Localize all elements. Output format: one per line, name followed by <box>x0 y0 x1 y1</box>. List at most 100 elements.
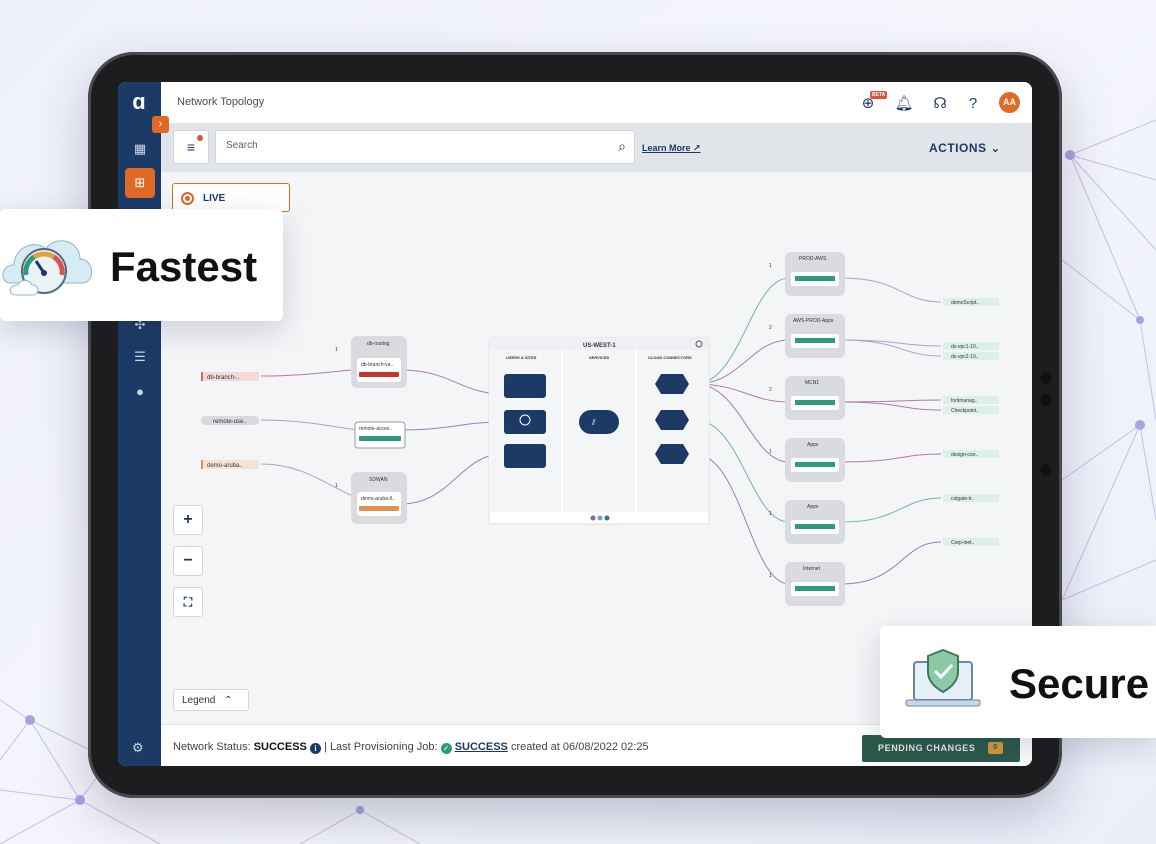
support-headset-icon[interactable]: ☊ <box>933 95 947 112</box>
region-settings-icon[interactable] <box>695 340 703 348</box>
cloud-group-badge: 1 <box>769 511 772 517</box>
status-bar-red <box>359 372 399 377</box>
destination-node[interactable] <box>943 342 999 350</box>
last-job-link[interactable]: SUCCESS <box>454 741 508 753</box>
destination-node[interactable] <box>943 538 999 546</box>
settings-gear-icon[interactable]: ⚙ <box>132 740 144 755</box>
pending-changes-label: PENDING CHANGES <box>878 743 976 753</box>
network-status-value: SUCCESS <box>253 741 307 753</box>
fit-to-screen-button[interactable]: ⛶ <box>173 587 203 617</box>
link-line <box>694 453 790 585</box>
actions-menu[interactable]: ACTIONS ⌄ <box>929 141 1001 155</box>
link-line <box>840 497 942 523</box>
source-node[interactable] <box>201 460 259 469</box>
sliders-icon[interactable]: ☰ <box>134 349 146 364</box>
fastest-card: Fastest <box>0 209 283 321</box>
dashboard-icon[interactable]: ▦ <box>133 141 147 156</box>
destination-node[interactable] <box>943 396 999 404</box>
column-header: CLOUD CONNECTORS <box>648 355 692 360</box>
filter-icon: ≡ <box>186 139 196 155</box>
destination-node[interactable] <box>943 406 999 414</box>
cloud-group[interactable]: MCN1 2 <box>769 376 845 420</box>
search-input[interactable] <box>226 140 596 151</box>
cloud-group-title: Internet <box>803 566 821 572</box>
service-node[interactable] <box>579 410 619 434</box>
link-line <box>840 453 942 463</box>
page-dot[interactable] <box>590 515 596 521</box>
cloud-group[interactable]: PROD-AWS 1 <box>769 252 845 296</box>
cloud-group[interactable]: AWS-PROD-Apps 2 <box>769 314 845 358</box>
user-site-node[interactable] <box>504 444 546 468</box>
app-screen: ɑ ▦ ⊞ ✣ ☰ ● ⚙ › Network Topology ⊕BETA 🔔… <box>118 82 1032 766</box>
group-badge: 1 <box>335 483 338 489</box>
cloud-group-title: PROD-AWS <box>799 256 827 262</box>
user-site-node[interactable] <box>504 410 546 434</box>
sidebar-expand-chevron-icon[interactable]: › <box>152 116 169 133</box>
legend-label: Legend <box>182 695 216 706</box>
destination-label: colgate-tr.. <box>951 496 974 502</box>
brand-logo-icon[interactable]: ɑ <box>132 89 146 114</box>
filter-button[interactable]: ≡ <box>173 130 209 164</box>
destination-label: fortimanag.. <box>951 398 977 404</box>
topology-canvas[interactable]: db-branch-.. remote-use.. demo-aruba.. d… <box>161 172 1032 724</box>
cloud-group-badge: 1 <box>769 263 772 269</box>
status-bar-green <box>359 436 401 441</box>
cloud-group[interactable]: Internet 1 <box>769 562 845 606</box>
user-avatar[interactable]: AA <box>999 92 1020 113</box>
tablet-sensor-dot <box>1040 464 1052 476</box>
puzzle-icon[interactable]: ✣ <box>134 317 146 332</box>
destination-node[interactable] <box>943 298 999 306</box>
status-line: Network Status: SUCCESS i | Last Provisi… <box>173 741 649 754</box>
zoom-out-button[interactable]: − <box>173 546 203 576</box>
link-line <box>840 401 942 411</box>
link-line <box>694 277 790 385</box>
source-node[interactable] <box>201 372 259 381</box>
topology-icon[interactable]: ⊞ <box>125 168 155 198</box>
learn-more-link[interactable]: Learn More ↗ <box>642 143 701 154</box>
bell-nav-icon[interactable]: ● <box>136 383 144 399</box>
cloud-connector-cloud[interactable] <box>655 410 689 430</box>
cloud-group[interactable]: Apps 1 <box>769 500 845 544</box>
fastest-card-title: Fastest <box>110 243 258 290</box>
cloud-group-title: Apps <box>807 442 819 448</box>
destination-node[interactable] <box>943 352 999 360</box>
success-check-icon: ✓ <box>440 743 452 754</box>
search-beta-icon[interactable]: ⊕BETA <box>861 91 888 112</box>
user-site-node[interactable] <box>504 374 546 398</box>
live-toggle-button[interactable]: LIVE <box>172 183 290 212</box>
destination-label: demoScript.. <box>951 300 979 306</box>
service-icon: ⫽ <box>591 418 596 427</box>
filter-active-dot <box>197 135 203 141</box>
info-icon[interactable]: i <box>309 743 321 754</box>
help-icon[interactable]: ? <box>968 94 978 112</box>
app-header: Network Topology ⊕BETA 🔔︎ ☊ ? AA <box>161 82 1032 124</box>
site-node[interactable] <box>354 421 406 449</box>
notification-bell-icon[interactable]: 🔔︎ <box>894 95 914 112</box>
source-node[interactable] <box>201 416 259 425</box>
cloud-group[interactable]: Apps 1 <box>769 438 845 482</box>
search-icon[interactable]: ⌕ <box>618 138 626 154</box>
sidebar: ɑ ▦ ⊞ ✣ ☰ ● ⚙ <box>118 82 161 766</box>
secure-card-title: Secure <box>1009 660 1150 707</box>
destination-label: dx-vpc1-10.. <box>951 344 979 350</box>
cloud-group-badge: 1 <box>769 449 772 455</box>
destination-node[interactable] <box>943 494 999 502</box>
link-line <box>840 339 942 357</box>
last-job-timestamp: created at 06/08/2022 02:25 <box>510 741 649 753</box>
page-dot[interactable] <box>597 515 603 521</box>
chevron-up-icon: ⌃ <box>224 695 233 706</box>
tablet-camera-dot <box>1040 372 1052 384</box>
beta-badge: BETA <box>870 91 888 99</box>
pending-changes-button[interactable]: PENDING CHANGES 0 <box>862 735 1020 762</box>
cloud-connector-aws[interactable] <box>655 374 689 394</box>
zoom-in-button[interactable]: + <box>173 505 203 535</box>
secure-card: Secure <box>880 626 1156 738</box>
destination-node[interactable] <box>943 450 999 458</box>
link-line <box>400 421 504 431</box>
page-dot[interactable] <box>604 515 610 521</box>
link-line <box>400 453 504 505</box>
cloud-connector-network[interactable] <box>655 444 689 464</box>
legend-button[interactable]: Legend ⌃ <box>173 689 249 711</box>
destination-label: Checkpoint.. <box>951 408 979 414</box>
